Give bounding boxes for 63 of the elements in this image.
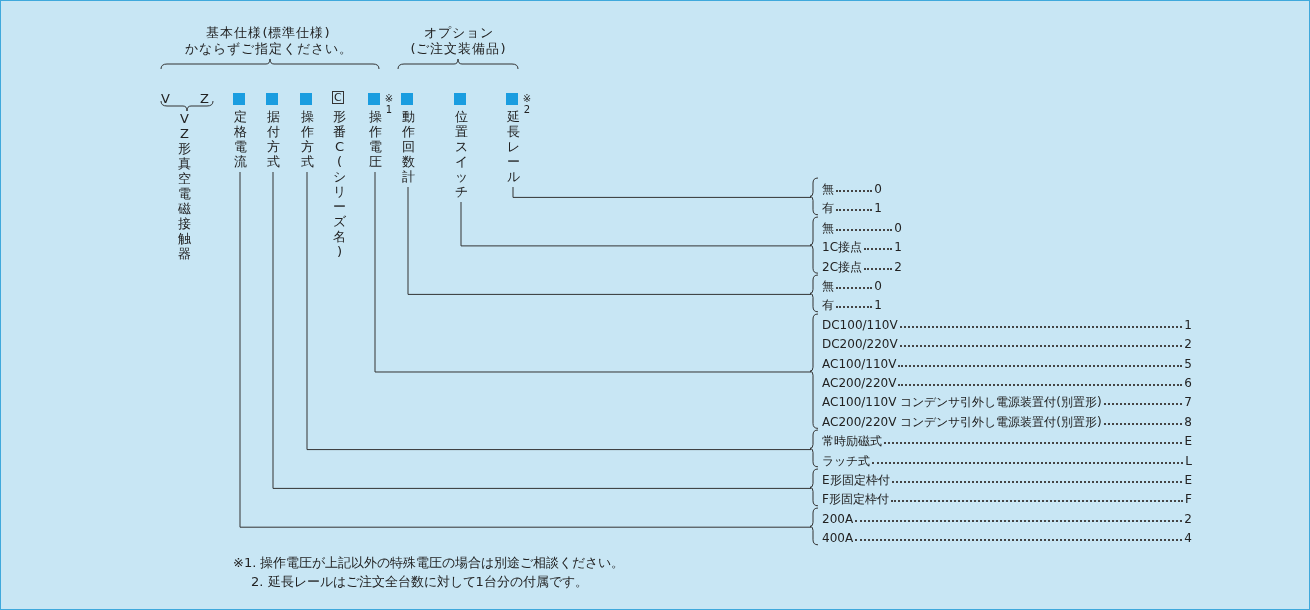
series-label: 形番C(シリーズ名) <box>332 109 347 259</box>
position-label: 据付方式 <box>266 109 281 169</box>
position-label: 位置スイッチ <box>454 109 469 199</box>
option-label: DC200/220V <box>822 337 898 352</box>
option-code: L <box>1185 453 1192 468</box>
option-code: 2 <box>1184 337 1192 352</box>
option-code: 4 <box>1184 531 1192 546</box>
footnote: 2. 延長レールはご注文全台数に対して1台分の付属です。 <box>251 573 588 591</box>
option-code: 7 <box>1184 395 1192 410</box>
leader-line <box>460 201 812 247</box>
option-code: 0 <box>894 220 902 235</box>
option-label: 有 <box>822 201 834 216</box>
option-label: 200A <box>822 511 854 526</box>
leader-line <box>306 171 812 451</box>
code-letter: C <box>332 91 344 104</box>
option-label: E形固定枠付 <box>822 473 890 487</box>
leader-line <box>272 171 812 489</box>
leader-line <box>239 171 812 528</box>
option-label: DC100/110V <box>822 317 898 332</box>
option-code: F <box>1185 492 1192 507</box>
leader-line <box>374 171 812 373</box>
leader-line <box>512 186 812 198</box>
option-code: 2 <box>894 259 902 274</box>
option-label: 無 <box>822 279 834 293</box>
option-code: E <box>1184 434 1192 449</box>
group-heading: 基本仕様(標準仕様) かならずご指定ください。 <box>183 25 354 57</box>
option-code: 1 <box>894 240 902 255</box>
option-code: 1 <box>1184 317 1192 332</box>
position-label: 操作方式 <box>300 109 315 169</box>
option-label: 2C接点 <box>822 259 862 274</box>
position-label: 延長レール <box>506 109 521 184</box>
option-code: 0 <box>874 182 882 196</box>
option-code: 0 <box>874 279 882 293</box>
option-label: AC200/220V <box>822 376 897 390</box>
option-label: AC100/110V コンデンサ引外し電源装置付(別置形) <box>822 395 1102 410</box>
position-label: 定格電流 <box>233 109 248 169</box>
option-label: 無 <box>822 182 834 196</box>
footnote-mark: ※2 <box>521 93 533 115</box>
option-label: 400A <box>822 531 854 546</box>
code-letter: V <box>161 91 170 106</box>
code-letter: Z <box>200 91 209 106</box>
option-code: 2 <box>1184 511 1192 526</box>
leader-line <box>407 186 812 295</box>
option-label: F形固定枠付 <box>822 492 889 507</box>
option-code: 8 <box>1184 414 1192 429</box>
option-label: ラッチ式 <box>822 453 870 468</box>
option-code: 1 <box>874 298 882 313</box>
option-code: 5 <box>1184 356 1192 371</box>
option-code: 6 <box>1184 376 1192 390</box>
option-label: 常時励磁式 <box>822 434 882 449</box>
option-code: 1 <box>874 201 882 216</box>
option-label: 無 <box>822 220 834 235</box>
footnote: ※1. 操作電圧が上記以外の特殊電圧の場合は別途ご相談ください。 <box>233 554 625 572</box>
position-label: 操作電圧 <box>368 109 383 169</box>
option-label: AC200/220V コンデンサ引外し電源装置付(別置形) <box>822 414 1102 429</box>
option-label: 1C接点 <box>822 240 862 255</box>
option-label: AC100/110V <box>822 356 897 371</box>
option-label: 有 <box>822 298 834 313</box>
group-heading: オプション (ご注文装備品) <box>409 25 508 57</box>
footnote-mark: ※1 <box>383 93 395 115</box>
position-label: 動作回数計 <box>401 109 416 184</box>
option-code: E <box>1184 473 1192 487</box>
product-name: VZ形真空電磁接触器 <box>177 111 192 261</box>
